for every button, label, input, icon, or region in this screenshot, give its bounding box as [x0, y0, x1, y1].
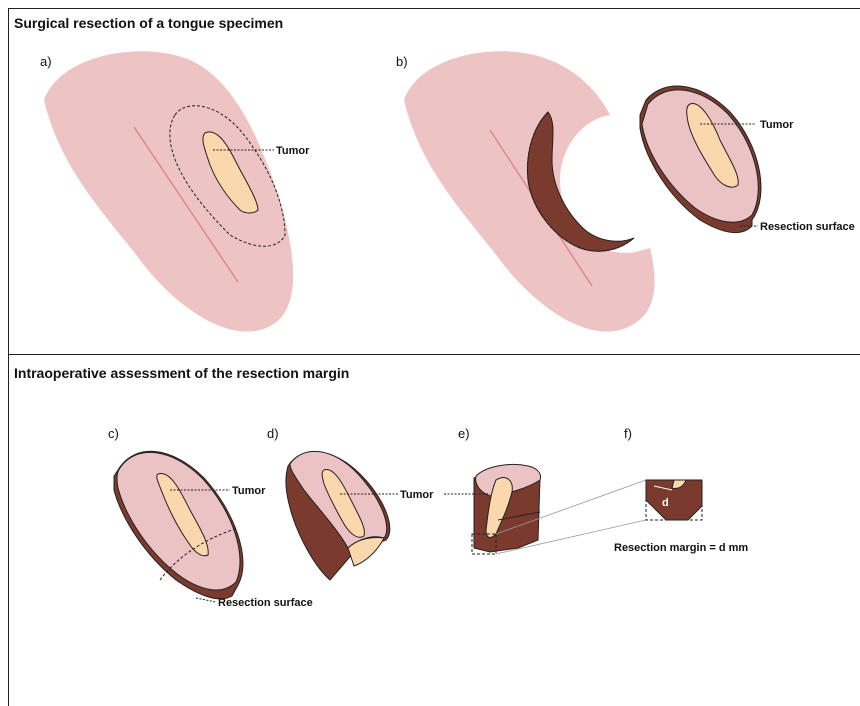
specimen-c: [114, 451, 243, 602]
zoom-detail-f: [646, 480, 702, 520]
tongue-a: [44, 51, 293, 331]
label-b: b): [396, 54, 408, 69]
label-f: f): [624, 426, 632, 441]
tumor-label-b: Tumor: [760, 119, 794, 131]
resection-surface-label-c: Resection surface: [218, 597, 313, 609]
tongue-b: [404, 51, 655, 331]
tumor-label-c: Tumor: [232, 485, 266, 497]
resection-surface-label-b: Resection surface: [760, 221, 855, 233]
tumor-label-a: Tumor: [276, 145, 310, 157]
label-e: e): [458, 426, 470, 441]
tumor-label-d: Tumor: [400, 489, 434, 501]
specimen-e: [444, 464, 541, 554]
label-c: c): [108, 426, 119, 441]
label-d: d): [267, 426, 279, 441]
top-panel-title: Surgical resection of a tongue specimen: [14, 15, 283, 31]
bottom-panel-title: Intraoperative assessment of the resecti…: [14, 365, 349, 381]
label-a: a): [40, 54, 52, 69]
resection-margin-label: Resection margin = d mm: [614, 542, 748, 554]
specimen-d: [286, 451, 398, 580]
margin-symbol-f: d: [662, 497, 669, 509]
specimen-b: [640, 86, 761, 233]
